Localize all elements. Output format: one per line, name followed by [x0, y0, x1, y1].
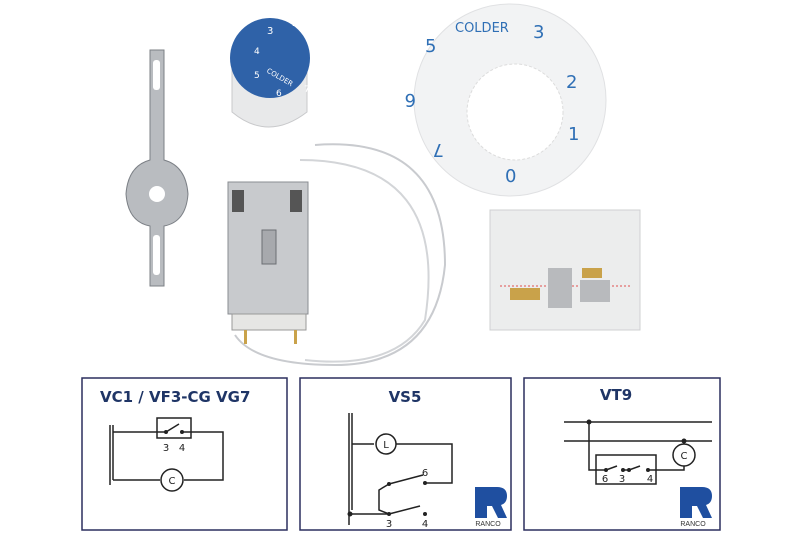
ring-number: 2 — [566, 72, 577, 93]
terminal-label: 3 — [619, 474, 625, 485]
terminal-label: 6 — [422, 468, 428, 479]
knob-number-0: 0 — [322, 60, 328, 71]
wiring-diagram-vc1: VC1 / VF3-CG VG7 C 3 4 — [81, 377, 288, 531]
terminal-label: 4 — [647, 474, 653, 485]
ring-number: 0 — [505, 166, 516, 187]
knob-number-2: 2 — [292, 18, 298, 29]
terminal-label: 6 — [602, 474, 608, 485]
ring-number: 1 — [568, 124, 579, 145]
logo-text: RANCO — [680, 521, 706, 528]
knob-number-4: 4 — [254, 47, 260, 57]
diagram-title: VS5 — [389, 388, 422, 406]
terminal-label: 3 — [386, 519, 392, 530]
thermostat-body — [227, 143, 447, 367]
knob-number-3: 3 — [267, 26, 273, 37]
terminal-label: 3 — [163, 443, 169, 454]
diagram-title: VC1 / VF3-CG VG7 — [100, 388, 250, 406]
diagram-title: VT9 — [600, 386, 632, 404]
ring-number: 3 — [533, 22, 544, 43]
ranco-logo: RANCO — [475, 487, 507, 528]
ring-number: 5 — [425, 36, 436, 57]
knob-number-6: 6 — [276, 89, 282, 99]
terminal-label: 4 — [422, 519, 428, 530]
knob-number-5: 5 — [254, 71, 260, 81]
load-label: C — [169, 476, 176, 487]
ranco-logo: RANCO — [680, 487, 712, 528]
ring-number: 7 — [433, 139, 444, 160]
knob-number-7: 7 — [304, 85, 310, 95]
logo-text: RANCO — [475, 521, 501, 528]
ring-number: 6 — [405, 89, 416, 110]
terminal-label: 4 — [179, 443, 185, 454]
load-label: C — [681, 451, 688, 462]
thermostat-knob: 3 2 1 0 4 5 6 7 COLDER — [230, 18, 328, 128]
hardware-bag — [489, 209, 641, 331]
mounting-bracket — [125, 49, 189, 287]
dial-ring: COLDER 5 3 2 1 0 7 6 — [405, 3, 607, 197]
knob-number-1: 1 — [313, 32, 319, 43]
load-label: L — [383, 440, 389, 451]
ring-colder-text: COLDER — [455, 21, 509, 36]
